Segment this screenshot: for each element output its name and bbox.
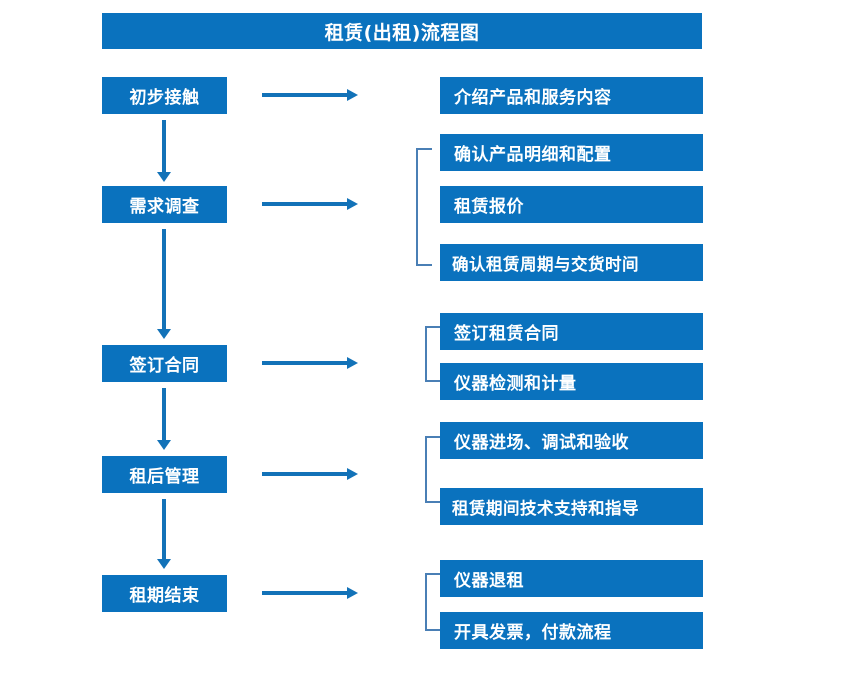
detail-box-6[interactable]: 仪器检测和计量 (440, 363, 703, 400)
stage-box-5[interactable]: 租期结束 (102, 575, 227, 612)
detail-box-9[interactable]: 仪器退租 (440, 560, 703, 597)
horizontal-arrow-stage-4 (262, 468, 358, 480)
stage-box-2[interactable]: 需求调查 (102, 186, 227, 223)
detail-box-8[interactable]: 租赁期间技术支持和指导 (440, 488, 703, 525)
stage-box-4[interactable]: 租后管理 (102, 456, 227, 493)
vertical-arrow-1-to-2 (157, 120, 171, 182)
vertical-arrow-3-to-4 (157, 388, 171, 450)
detail-box-2[interactable]: 确认产品明细和配置 (440, 134, 703, 171)
group-bracket-post-rental (425, 436, 441, 503)
horizontal-arrow-stage-3 (262, 357, 358, 369)
vertical-arrow-4-to-5 (157, 499, 171, 569)
detail-box-7[interactable]: 仪器进场、调试和验收 (440, 422, 703, 459)
horizontal-arrow-stage-2 (262, 198, 358, 210)
vertical-arrow-2-to-3 (157, 229, 171, 339)
horizontal-arrow-stage-5 (262, 587, 358, 599)
horizontal-arrow-stage-1 (262, 89, 358, 101)
diagram-title: 租赁(出租)流程图 (102, 13, 702, 49)
group-bracket-requirements (416, 148, 432, 266)
detail-box-4[interactable]: 确认租赁周期与交货时间 (440, 244, 703, 281)
group-bracket-end-of-term (425, 573, 441, 631)
detail-box-5[interactable]: 签订租赁合同 (440, 313, 703, 350)
detail-box-1[interactable]: 介绍产品和服务内容 (440, 77, 703, 114)
group-bracket-contract (425, 326, 441, 382)
detail-box-3[interactable]: 租赁报价 (440, 186, 703, 223)
stage-box-3[interactable]: 签订合同 (102, 345, 227, 382)
detail-box-10[interactable]: 开具发票，付款流程 (440, 612, 703, 649)
stage-box-1[interactable]: 初步接触 (102, 77, 227, 114)
